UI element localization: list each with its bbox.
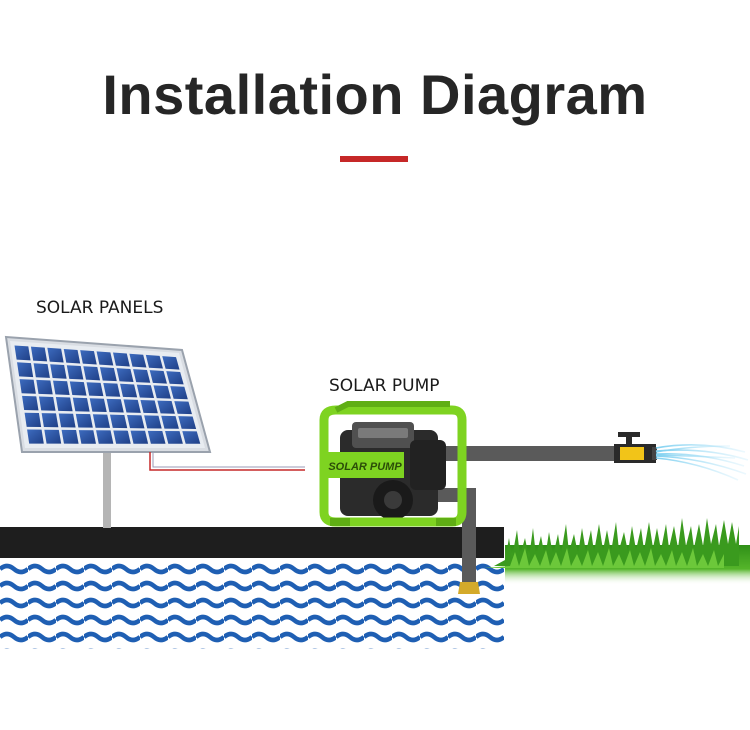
panel-cell xyxy=(129,353,147,368)
valve-icon xyxy=(614,432,657,463)
panel-cell xyxy=(99,367,117,382)
panel-cell xyxy=(38,396,56,411)
panel-cell xyxy=(78,430,96,444)
panel-cell xyxy=(130,430,149,444)
panel-cell xyxy=(165,431,183,444)
page-title: Installation Diagram xyxy=(102,63,648,126)
outlet-pipe xyxy=(445,446,617,461)
panel-cell xyxy=(83,366,101,381)
panel-cell xyxy=(61,429,79,444)
panel-cell xyxy=(89,398,107,413)
panel-cell xyxy=(157,400,175,414)
panel-cell xyxy=(41,413,59,428)
panel-cell xyxy=(66,365,84,380)
panel-cell xyxy=(123,399,141,413)
panel-cell xyxy=(92,414,111,428)
solar-pump-label: SOLAR PUMP xyxy=(329,376,440,396)
panel-cell xyxy=(182,431,201,444)
panel-cell xyxy=(103,382,121,397)
panel-cell xyxy=(17,362,34,378)
ground xyxy=(0,527,504,558)
panel-cell xyxy=(86,382,104,397)
panel-cells xyxy=(14,345,201,444)
power-cable xyxy=(149,452,305,471)
panel-cell xyxy=(96,351,114,366)
panel-cell xyxy=(153,385,171,399)
solar-panels-label: SOLAR PANELS xyxy=(36,298,164,318)
panel-cell xyxy=(69,381,87,396)
panel-cell xyxy=(113,430,131,444)
panel-cell xyxy=(55,397,73,412)
panel-cell xyxy=(44,429,62,444)
panel-cell xyxy=(36,379,53,395)
panel-cell xyxy=(27,429,44,444)
panel-cell xyxy=(178,416,197,429)
panel-cell xyxy=(96,430,114,444)
solar-pump: SOLAR PUMP xyxy=(319,401,467,527)
panel-cell xyxy=(47,347,64,363)
panel-cell xyxy=(120,383,138,398)
panel-cell xyxy=(75,413,93,428)
panel-pole xyxy=(103,448,111,528)
grass xyxy=(484,518,750,585)
panel-cell xyxy=(149,370,167,384)
panel-cell xyxy=(14,345,31,361)
panel-cell xyxy=(127,415,145,429)
panel-cell xyxy=(112,352,130,367)
panel-cell xyxy=(58,413,76,428)
panel-cell xyxy=(106,398,124,413)
solar-panel xyxy=(4,335,212,453)
panel-cell xyxy=(72,397,90,412)
panel-cell xyxy=(147,430,166,444)
panel-cell xyxy=(33,363,50,378)
water-body xyxy=(0,557,504,649)
panel-cell xyxy=(80,350,97,365)
panel-cell xyxy=(174,401,192,415)
panel-cell xyxy=(50,364,67,379)
panel-cell xyxy=(162,356,180,370)
panel-cell xyxy=(109,414,128,429)
panel-cell xyxy=(136,384,155,399)
panel-cell xyxy=(140,399,158,414)
panel-cell xyxy=(145,354,163,369)
title-underline xyxy=(340,156,408,162)
water-spray xyxy=(655,444,749,481)
panel-cell xyxy=(24,412,42,428)
panel-cell xyxy=(116,368,134,382)
panel-cell xyxy=(161,415,179,429)
panel-cell xyxy=(19,379,36,394)
pump-badge-text: SOLAR PUMP xyxy=(328,461,402,473)
panel-cell xyxy=(63,348,81,364)
panel-cell xyxy=(144,415,162,429)
panel-cell xyxy=(133,369,151,383)
panel-cell xyxy=(170,386,188,400)
panel-cell xyxy=(22,395,39,411)
foot-valve xyxy=(458,582,480,594)
panel-cell xyxy=(166,371,184,385)
panel-cell xyxy=(53,380,70,395)
panel-cell xyxy=(30,346,48,362)
